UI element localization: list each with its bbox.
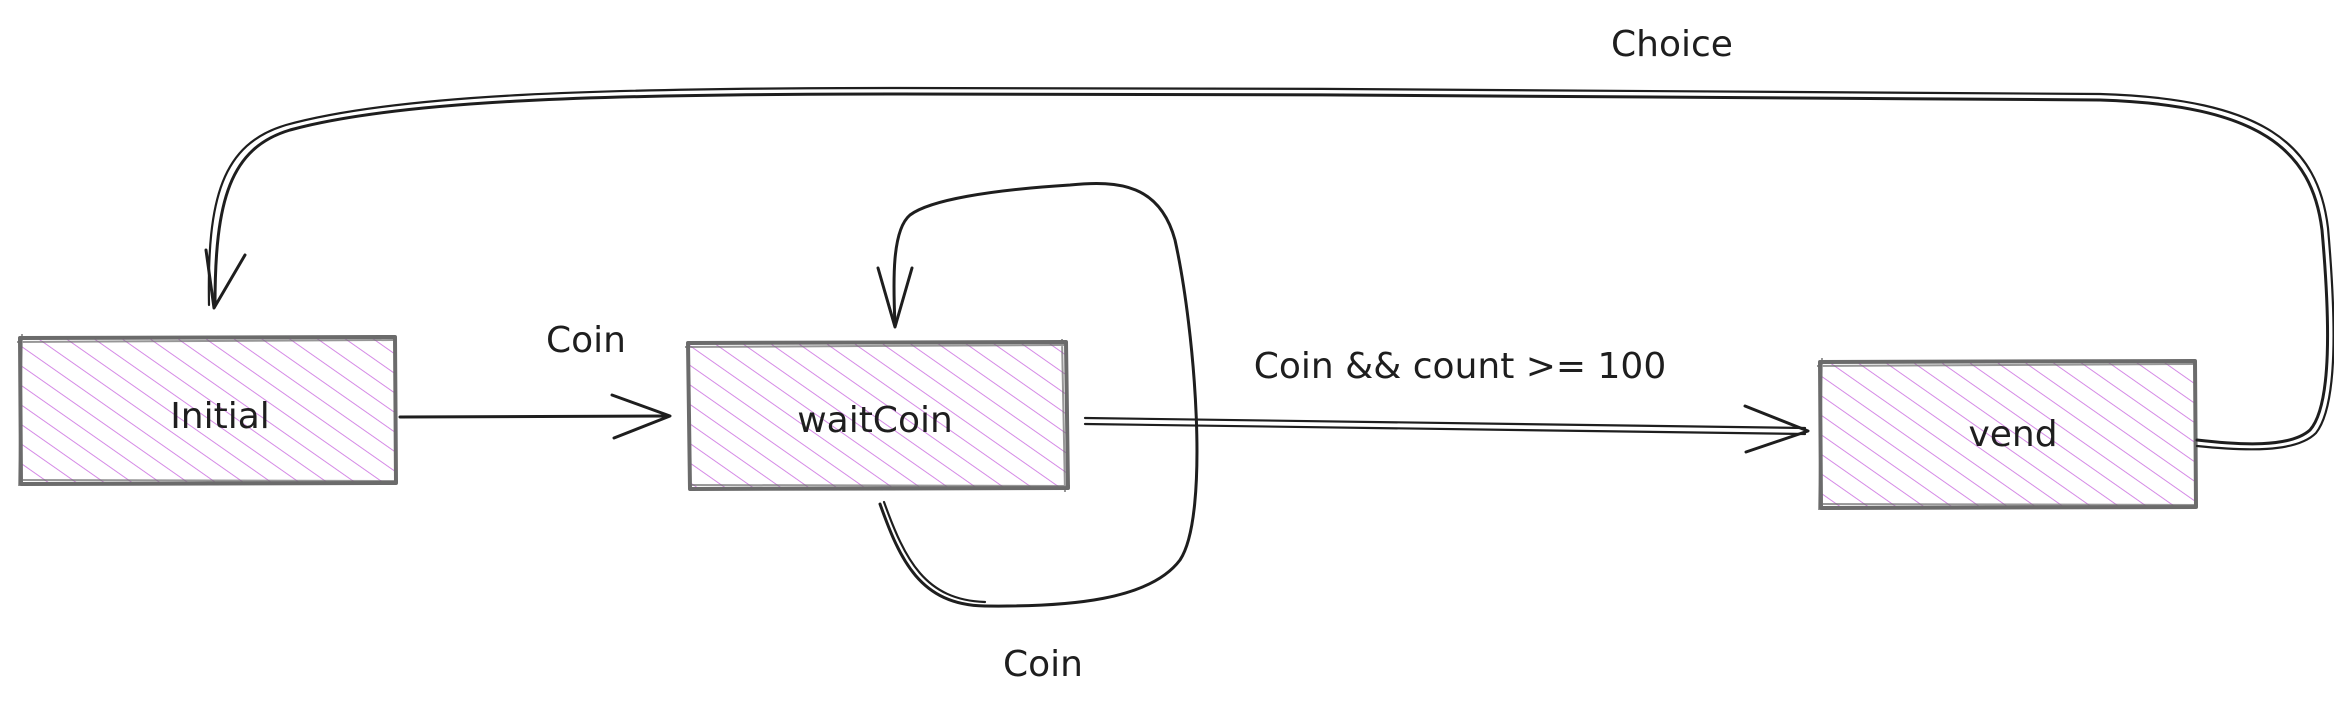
node-vend[interactable]: vend bbox=[1816, 357, 2199, 511]
edge-waitcoin-self-loop[interactable]: Coin bbox=[876, 182, 1199, 685]
arrowhead-icon bbox=[1743, 404, 1810, 454]
node-initial-label: Initial bbox=[170, 396, 270, 437]
edge-initial-to-waitcoin[interactable]: Coin bbox=[398, 320, 672, 440]
node-vend-label: vend bbox=[1968, 414, 2057, 455]
edge-waitcoin-to-vend-label: Coin && count >= 100 bbox=[1254, 346, 1667, 387]
node-waitcoin-label: waitCoin bbox=[797, 400, 953, 441]
arrowhead-icon bbox=[204, 248, 247, 310]
edge-vend-to-initial[interactable]: Choice bbox=[204, 24, 2334, 451]
edge-waitcoin-self-loop-line bbox=[878, 182, 1199, 608]
node-waitcoin-fill bbox=[688, 343, 1066, 488]
edge-vend-to-initial-label: Choice bbox=[1611, 24, 1733, 65]
edge-waitcoin-to-vend-line-double bbox=[1083, 422, 1807, 436]
arrowhead-icon bbox=[610, 393, 672, 440]
edge-vend-to-initial-line-double bbox=[207, 86, 2334, 451]
edge-waitcoin-to-vend[interactable]: Coin && count >= 100 bbox=[1083, 346, 1810, 454]
node-initial[interactable]: Initial bbox=[16, 333, 399, 487]
edge-initial-to-waitcoin-label: Coin bbox=[546, 320, 626, 361]
edge-waitcoin-self-loop-sketch bbox=[882, 500, 987, 604]
node-waitcoin-outline bbox=[686, 340, 1070, 491]
node-initial-outline-sketch bbox=[16, 333, 399, 487]
edge-waitcoin-to-vend-line bbox=[1083, 416, 1807, 430]
node-initial-fill bbox=[20, 338, 395, 483]
node-waitcoin-outline-sketch bbox=[684, 338, 1071, 493]
edge-waitcoin-self-loop-label: Coin bbox=[1003, 644, 1083, 685]
node-vend-outline-sketch bbox=[1816, 357, 2199, 511]
node-waitcoin[interactable]: waitCoin bbox=[684, 338, 1071, 493]
arrowhead-icon bbox=[876, 266, 914, 329]
edge-vend-to-initial-line bbox=[213, 92, 2330, 446]
edge-initial-to-waitcoin-line bbox=[398, 414, 670, 419]
node-vend-fill bbox=[1820, 362, 2195, 507]
